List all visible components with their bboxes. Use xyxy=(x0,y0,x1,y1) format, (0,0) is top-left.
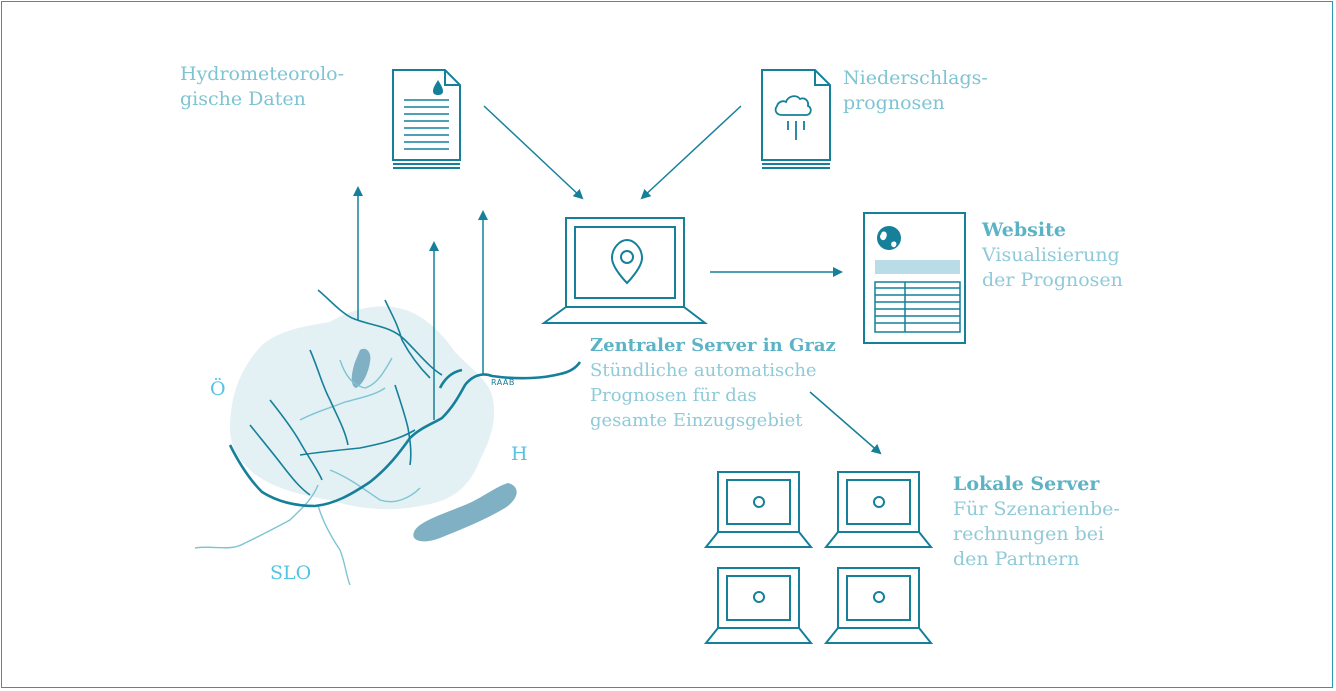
river-2 xyxy=(384,299,431,379)
central-server-laptop-icon xyxy=(540,217,708,324)
central-desc-3: gesamte Einzugsgebiet xyxy=(590,410,803,431)
precip-label: Niederschlags- prognosen xyxy=(843,66,988,116)
website-label: Website Visualisierung der Prognosen xyxy=(982,218,1123,293)
border-slovenia xyxy=(194,484,319,549)
border-north xyxy=(339,357,393,389)
website-title: Website xyxy=(982,219,1066,241)
hydro-line-2: gische Daten xyxy=(180,88,306,110)
local-server-laptop-4-icon xyxy=(823,567,934,644)
local-server-laptop-1-icon xyxy=(703,471,814,548)
hydro-data-document-icon xyxy=(392,69,461,169)
catchment-lake xyxy=(351,348,371,388)
river-5 xyxy=(269,399,323,481)
border-inner xyxy=(299,387,386,421)
border-east xyxy=(329,469,421,503)
central-desc-1: Stündliche automatische xyxy=(590,360,817,381)
local-desc-2: rechnungen bei xyxy=(953,523,1105,545)
river-7 xyxy=(299,429,416,456)
river-4 xyxy=(249,424,311,496)
website-document-icon xyxy=(863,212,966,344)
local-desc-1: Für Szenarienbe- xyxy=(953,498,1120,520)
border-slo-south xyxy=(317,504,351,586)
website-desc-1: Visualisierung xyxy=(982,244,1120,266)
map-label-austria: Ö xyxy=(210,378,226,400)
central-title: Zentraler Server in Graz xyxy=(590,335,836,356)
river-3 xyxy=(309,349,349,446)
river-1 xyxy=(317,289,443,376)
map-label-hungary: H xyxy=(511,443,528,465)
arrow-precip-to-server xyxy=(640,105,742,200)
catchment-area xyxy=(229,306,495,510)
river-label-raab: RAAB xyxy=(491,378,515,387)
arrow-hydro-to-server xyxy=(483,105,584,200)
local-server-laptop-3-icon xyxy=(703,567,814,644)
arrow-server-to-local xyxy=(809,391,882,455)
local-desc-3: den Partnern xyxy=(953,548,1080,570)
central-desc-2: Prognosen für das xyxy=(590,385,757,406)
precipitation-document-icon xyxy=(761,69,831,169)
central-server-label: Zentraler Server in Graz Stündliche auto… xyxy=(590,333,836,433)
local-server-laptop-2-icon xyxy=(823,471,934,548)
local-server-label: Lokale Server Für Szenarienbe- rechnunge… xyxy=(953,472,1120,572)
map-label-slovenia: SLO xyxy=(270,562,312,584)
hydro-line-1: Hydrometeorolo- xyxy=(180,63,345,85)
water-drop-icon xyxy=(433,80,443,95)
precip-line-1: Niederschlags- xyxy=(843,67,988,89)
hydro-data-label: Hydrometeorolo- gische Daten xyxy=(180,62,344,112)
cloud-icon xyxy=(774,95,812,116)
river-6 xyxy=(394,384,412,466)
precip-line-2: prognosen xyxy=(843,92,945,114)
raab-river xyxy=(228,361,582,508)
local-title: Lokale Server xyxy=(953,473,1100,495)
catchment-map xyxy=(194,186,582,586)
map-pin-icon xyxy=(610,238,644,285)
website-desc-2: der Prognosen xyxy=(982,269,1123,291)
river-north-branch xyxy=(438,368,463,389)
neusiedler-see xyxy=(413,483,517,542)
